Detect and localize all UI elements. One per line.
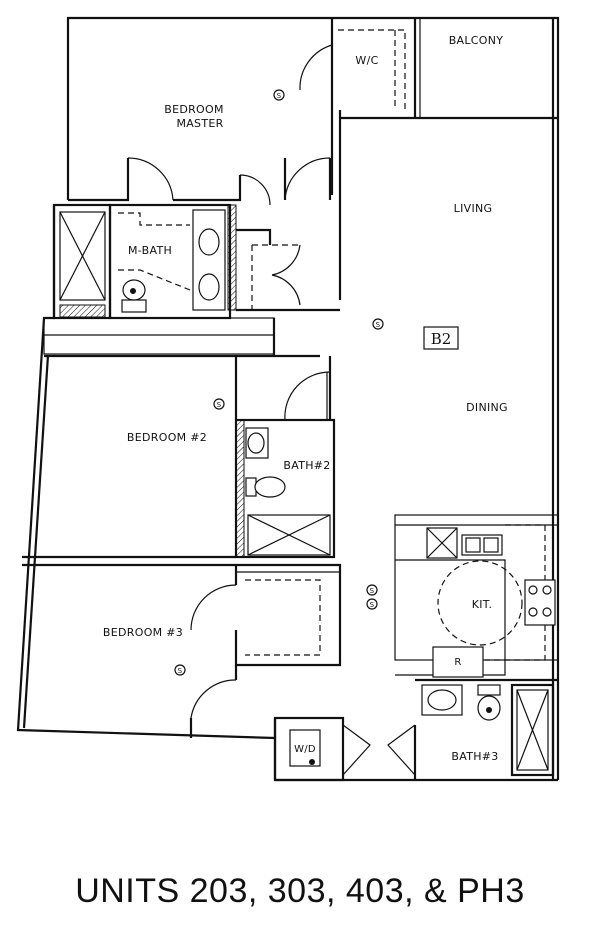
smoke-detector-icon: S — [366, 598, 378, 610]
label-bedroom-master-1: BEDROOM — [164, 103, 224, 116]
label-wc: W/C — [355, 54, 378, 67]
label-bedroom-3: BEDROOM #3 — [103, 626, 183, 639]
bedroom3-walls — [22, 563, 342, 738]
label-bedroom-master-2: MASTER — [176, 117, 223, 130]
washer-dryer-closet — [273, 716, 416, 782]
label-fridge: R — [454, 657, 461, 668]
svg-text:S: S — [376, 321, 381, 329]
bath3 — [413, 678, 558, 780]
room-labels: BEDROOM MASTER W/C BALCONY LIVING M-BATH… — [103, 34, 508, 763]
units-caption: UNITS 203, 303, 403, & PH3 — [75, 872, 525, 910]
kitchen — [394, 514, 559, 678]
label-balcony: BALCONY — [449, 34, 504, 47]
bedroom2-bath2 — [22, 356, 336, 559]
label-dining: DINING — [466, 401, 508, 414]
label-bath-2: BATH#2 — [283, 459, 330, 472]
label-kitchen: KIT. — [472, 598, 493, 611]
label-bath-3: BATH#3 — [451, 750, 498, 763]
wc-closet — [299, 18, 406, 300]
svg-text:S: S — [370, 601, 375, 609]
unit-type-label: B2 — [431, 330, 452, 348]
master-bedroom-walls — [68, 157, 332, 206]
svg-text:S: S — [217, 401, 222, 409]
hall-closets — [43, 228, 340, 358]
svg-text:S: S — [277, 92, 282, 100]
label-m-bath: M-BATH — [128, 244, 172, 257]
balcony-area — [340, 18, 558, 120]
smoke-detector-icon: S — [273, 89, 285, 101]
smoke-detector-icon: S — [372, 318, 384, 330]
smoke-detector-icon: S — [213, 398, 225, 410]
label-bedroom-2: BEDROOM #2 — [127, 431, 207, 444]
unit-type-tag: B2 — [423, 326, 459, 350]
master-bath — [52, 203, 237, 320]
smoke-detector-icon: S — [366, 584, 378, 596]
smoke-detectors: S S S S S S — [174, 89, 384, 676]
svg-text:S: S — [370, 587, 375, 595]
svg-text:S: S — [178, 667, 183, 675]
label-living: LIVING — [454, 202, 493, 215]
smoke-detector-icon: S — [174, 664, 186, 676]
label-washer-dryer: W/D — [294, 744, 316, 755]
